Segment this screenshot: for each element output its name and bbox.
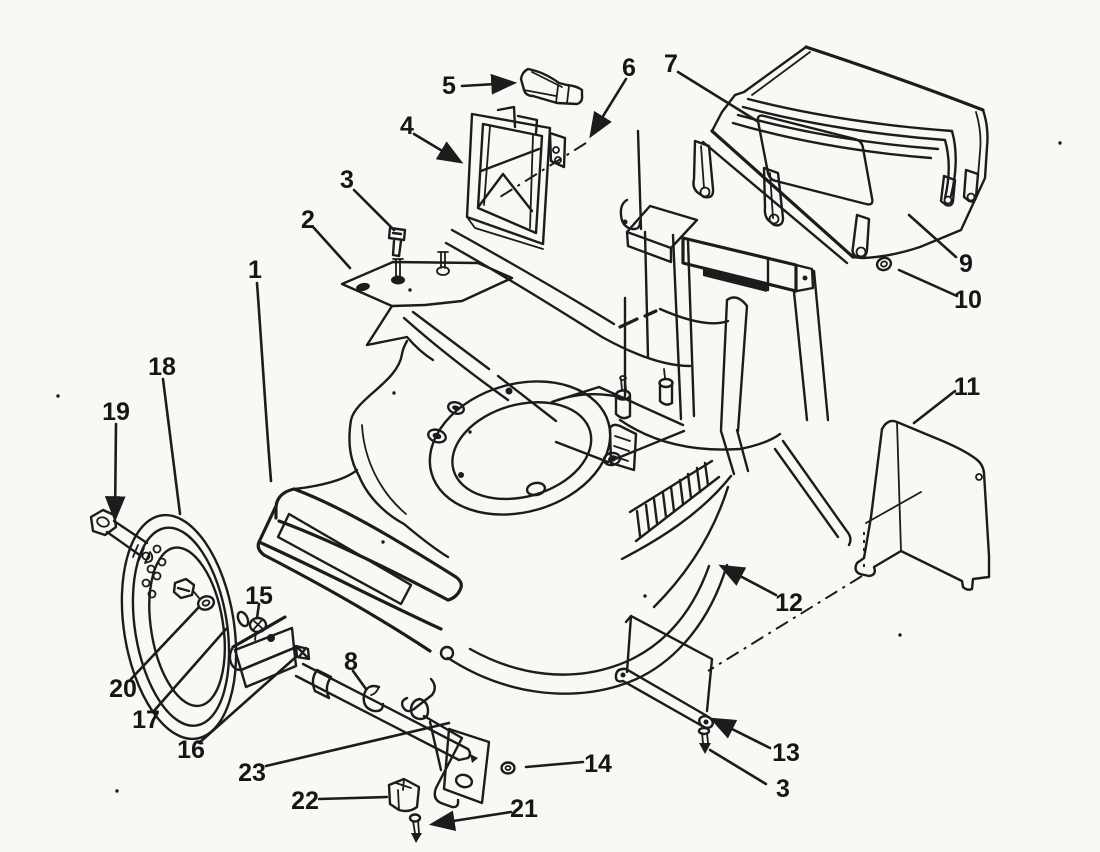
part-lower-bracket bbox=[409, 697, 491, 809]
callout-2: 2 bbox=[301, 206, 315, 234]
callout-9: 9 bbox=[959, 250, 973, 278]
part-clip bbox=[362, 677, 436, 713]
callout-11: 11 bbox=[954, 373, 981, 401]
part-chute-frame bbox=[465, 105, 567, 250]
part-grommet bbox=[875, 256, 893, 272]
callout-14: 14 bbox=[584, 750, 612, 778]
part-axle-tube bbox=[294, 662, 472, 762]
callout-16: 16 bbox=[177, 736, 205, 764]
scan-specks bbox=[56, 141, 1062, 793]
part-deck-housing bbox=[256, 129, 852, 695]
callout-20: 20 bbox=[109, 675, 137, 703]
part-oring-14 bbox=[500, 761, 516, 775]
assembly-centerlines bbox=[499, 142, 865, 672]
callout-3-top: 3 bbox=[340, 166, 354, 194]
callout-23: 23 bbox=[238, 759, 266, 787]
callout-6: 6 bbox=[622, 54, 636, 82]
callout-leader-lines bbox=[104, 70, 959, 832]
part-block bbox=[387, 777, 421, 813]
tread-knurl-pattern bbox=[141, 544, 167, 599]
part-bolt-21 bbox=[408, 813, 422, 843]
part-mounting-plate bbox=[340, 251, 514, 362]
callout-17: 17 bbox=[132, 706, 160, 734]
callout-21: 21 bbox=[510, 795, 538, 823]
callout-13: 13 bbox=[772, 739, 800, 767]
callout-labels: 1 2 3 3 4 5 6 7 8 9 10 11 12 13 14 15 16… bbox=[102, 50, 982, 823]
callout-22: 22 bbox=[291, 787, 319, 815]
callout-7: 7 bbox=[664, 50, 678, 78]
callout-1: 1 bbox=[248, 256, 262, 284]
callout-8: 8 bbox=[344, 648, 358, 676]
callout-18: 18 bbox=[148, 353, 176, 381]
callout-19: 19 bbox=[102, 398, 130, 426]
part-pivot-bracket-assembly bbox=[228, 610, 311, 689]
part-rear-bracket bbox=[614, 614, 714, 754]
part-deflector-plug bbox=[519, 67, 584, 106]
callout-15: 15 bbox=[245, 582, 273, 610]
part-bolt-top bbox=[387, 226, 407, 258]
callout-10: 10 bbox=[954, 286, 982, 314]
callout-4: 4 bbox=[400, 112, 414, 140]
part-engine-cover bbox=[692, 45, 989, 265]
callout-3-bottom: 3 bbox=[776, 775, 790, 803]
part-wheel bbox=[120, 513, 238, 741]
callout-12: 12 bbox=[775, 589, 803, 617]
part-side-panel bbox=[854, 419, 991, 591]
callout-5: 5 bbox=[442, 72, 456, 100]
